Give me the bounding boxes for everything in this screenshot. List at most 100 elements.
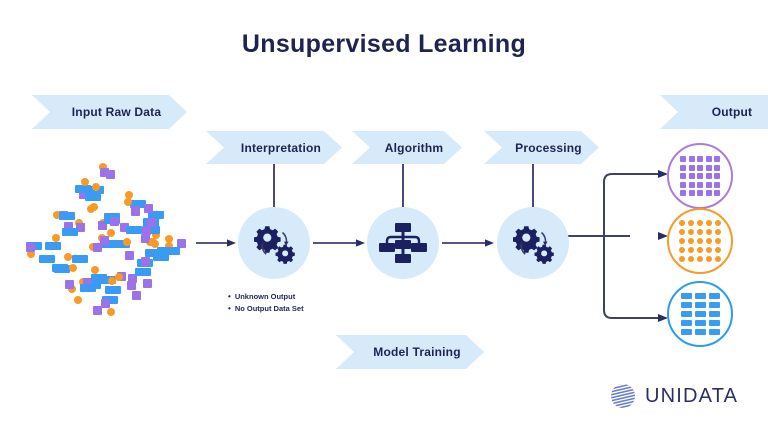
page-title: Unsupervised Learning xyxy=(241,30,527,58)
globe-icon xyxy=(611,384,635,408)
data-point xyxy=(106,170,116,180)
banner-input-raw-data: Input Raw Data xyxy=(32,95,187,129)
data-point xyxy=(84,193,101,202)
data-point xyxy=(75,185,92,194)
grid-cell xyxy=(697,238,703,244)
data-point xyxy=(69,264,78,273)
hierarchy-tree-icon xyxy=(379,223,427,263)
banner-interpretation: Interpretation xyxy=(206,131,342,164)
data-point xyxy=(99,167,109,177)
data-point xyxy=(144,203,154,213)
data-point xyxy=(143,278,153,288)
grid-cell xyxy=(708,302,720,308)
grid-cell xyxy=(680,164,686,171)
data-point xyxy=(143,225,160,234)
banner-input-raw-data-label: Input Raw Data xyxy=(71,105,162,119)
data-point xyxy=(27,249,36,258)
data-point xyxy=(148,211,165,220)
grid-cell xyxy=(680,156,686,162)
data-point xyxy=(86,204,95,213)
data-point xyxy=(128,274,138,284)
data-point xyxy=(104,285,121,294)
data-point xyxy=(98,162,107,171)
grid-cell xyxy=(708,320,720,326)
data-point xyxy=(110,216,120,226)
data-point xyxy=(131,290,141,300)
grid-cell xyxy=(679,220,685,226)
grid-cell xyxy=(705,156,712,162)
data-point xyxy=(157,247,174,256)
bullet-glyph: • xyxy=(228,292,231,301)
bullet-glyph: • xyxy=(228,303,231,313)
grid-cell xyxy=(679,256,685,262)
grid-cell xyxy=(705,181,712,188)
banner-algorithm-label: Algorithm xyxy=(384,140,444,155)
data-point xyxy=(125,251,135,261)
grid-cell xyxy=(715,247,721,253)
grid-cell xyxy=(697,181,703,188)
grid-cell xyxy=(705,164,712,171)
data-point xyxy=(100,235,110,245)
grid-cell xyxy=(694,311,706,317)
grid-cell xyxy=(705,173,712,179)
data-point xyxy=(75,218,84,227)
grid-cell xyxy=(688,190,695,196)
grid-cell xyxy=(706,229,712,235)
stage-icon-processing xyxy=(497,207,569,279)
raw-data-scatter-cluster xyxy=(14,158,194,333)
grid-cell xyxy=(680,181,686,188)
grid-cell xyxy=(679,247,685,253)
gears-cycle-icon xyxy=(254,226,295,264)
data-point xyxy=(147,217,157,227)
data-point xyxy=(148,238,157,247)
grid-cell xyxy=(706,247,712,253)
grid-cell xyxy=(697,256,703,262)
grid-cell xyxy=(714,173,720,179)
grid-cell xyxy=(680,173,686,179)
grid-cell xyxy=(706,238,712,244)
banner-output-label: Output xyxy=(711,105,753,119)
grid-cell xyxy=(688,156,695,162)
data-point xyxy=(165,235,174,244)
grid-cell xyxy=(714,190,720,196)
grid-cell xyxy=(688,247,694,253)
data-point xyxy=(125,191,134,200)
grid-cell xyxy=(697,156,703,162)
note-item-label: No Output Data Set xyxy=(234,303,304,313)
grid-cell xyxy=(679,238,685,244)
grid-cell xyxy=(706,220,712,226)
note-item: • No Output Data Set xyxy=(228,303,368,315)
data-point xyxy=(92,305,102,315)
data-point xyxy=(140,257,150,267)
data-point xyxy=(81,178,90,187)
grid-cell xyxy=(714,164,720,171)
connector-line-processing xyxy=(532,164,534,208)
grid-cell xyxy=(714,181,720,188)
data-point xyxy=(83,277,93,287)
output-cluster-purple xyxy=(667,143,733,209)
grid-cell xyxy=(680,302,692,308)
arrow-interpretation-to-algorithm xyxy=(313,239,365,247)
grid-cell xyxy=(679,229,685,235)
output-cluster-blue xyxy=(667,281,733,347)
orange-dot-grid-icon xyxy=(679,220,721,262)
grid-cell xyxy=(715,256,721,262)
grid-cell xyxy=(697,190,703,196)
data-point xyxy=(58,211,75,220)
blue-bar-grid-icon xyxy=(680,293,720,335)
grid-cell xyxy=(680,190,686,196)
data-point xyxy=(38,254,55,263)
data-point xyxy=(73,295,82,304)
data-point xyxy=(61,228,78,237)
data-point xyxy=(92,182,100,191)
data-point xyxy=(107,308,116,317)
data-point xyxy=(131,206,141,216)
data-point xyxy=(52,234,61,243)
data-point xyxy=(51,263,68,272)
banner-interpretation-label: Interpretation xyxy=(240,140,322,155)
data-point xyxy=(135,267,152,276)
grid-cell xyxy=(697,164,703,171)
data-point xyxy=(80,284,97,293)
data-point xyxy=(52,210,61,219)
data-point xyxy=(71,254,88,263)
